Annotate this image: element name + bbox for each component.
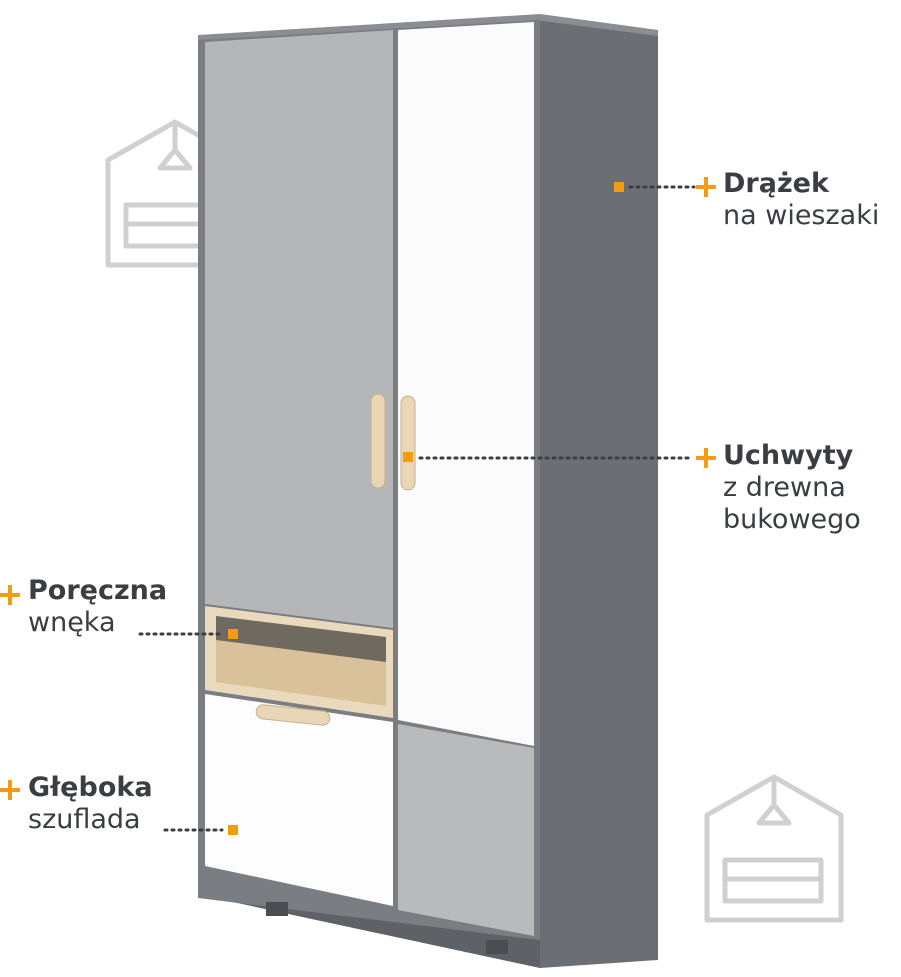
plus-icon xyxy=(696,448,716,468)
callout-line: bukowego xyxy=(723,503,861,535)
drawer-handle xyxy=(255,704,331,726)
callout-gleboka: Głęboka szuflada xyxy=(0,772,153,836)
right-door-handle xyxy=(400,395,416,491)
left-door-handle xyxy=(370,393,386,489)
marker-uchwyty xyxy=(403,452,413,462)
callout-line: wnęka xyxy=(28,606,116,638)
wardrobe-side-panel xyxy=(535,20,658,968)
right-lower-panel xyxy=(398,724,534,936)
callout-drazek: Drążek na wieszaki xyxy=(723,168,879,232)
callout-title: Głęboka xyxy=(28,772,153,803)
wardrobe-foot xyxy=(266,902,288,916)
callout-uchwyty: Uchwyty z drewna bukowego xyxy=(723,440,861,536)
left-door xyxy=(205,30,393,628)
marker-drazek xyxy=(614,182,624,192)
callout-line: na wieszaki xyxy=(723,199,880,231)
plus-icon xyxy=(0,585,20,605)
callout-title: Uchwyty xyxy=(723,440,854,471)
drawer-front xyxy=(205,694,393,906)
right-door xyxy=(398,22,534,746)
plus-icon xyxy=(0,780,20,800)
plus-icon xyxy=(696,177,716,197)
callout-leaders xyxy=(0,177,716,835)
wardrobe-foot xyxy=(486,940,508,954)
callout-line: szuflada xyxy=(28,803,141,835)
callout-poreczna: Poręczna wnęka xyxy=(0,575,167,639)
callout-title: Drążek xyxy=(723,168,829,199)
callout-line: z drewna xyxy=(723,471,846,503)
marker-gleboka xyxy=(228,825,238,835)
callout-title: Poręczna xyxy=(28,575,168,606)
house-sofa-icon xyxy=(704,774,844,923)
niche-back xyxy=(216,616,386,662)
wardrobe xyxy=(198,14,658,968)
marker-poreczna xyxy=(228,629,238,639)
